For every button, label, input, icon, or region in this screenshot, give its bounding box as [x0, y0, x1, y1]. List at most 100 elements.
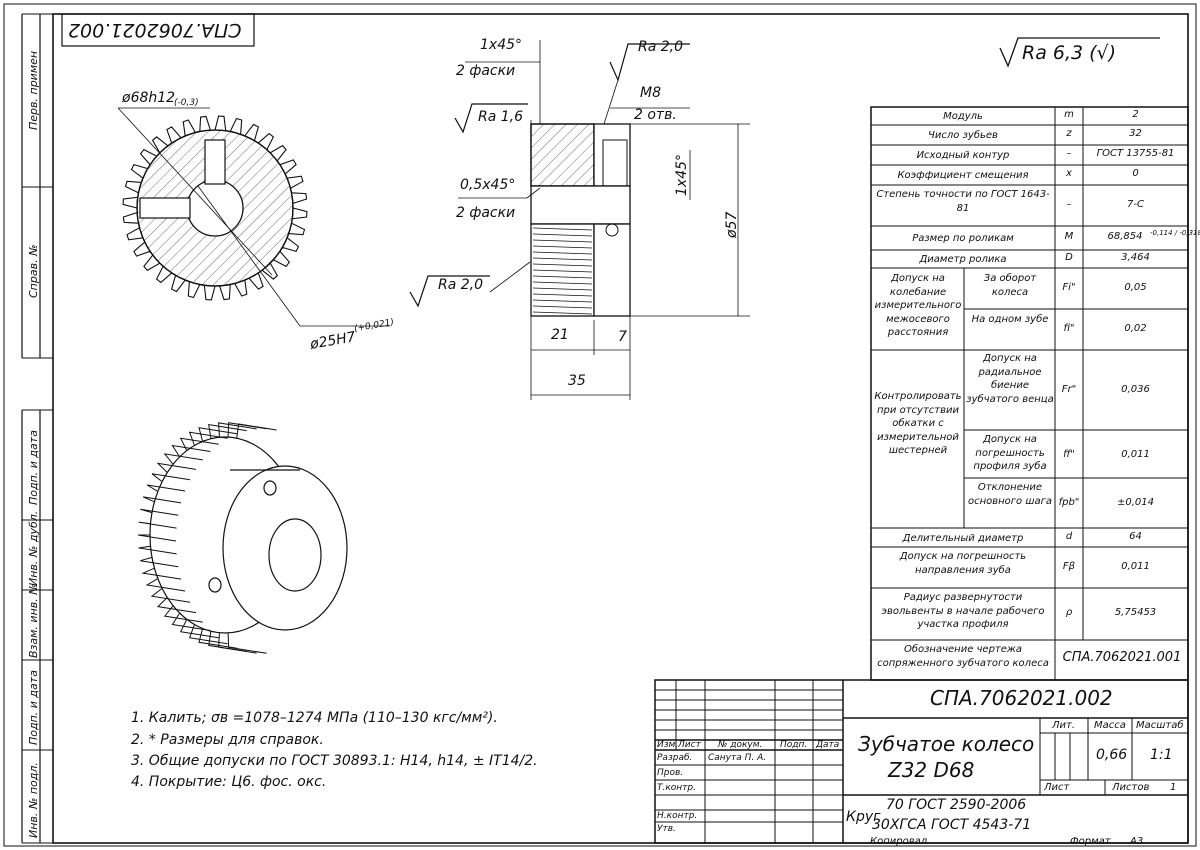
- note-1: 1. Калить; σв =1078–1274 МПа (110–130 кг…: [131, 710, 498, 726]
- param-group1-label: Допуск на колебание измерительного межос…: [874, 273, 962, 338]
- title-block: [654, 679, 1189, 844]
- gear-front-view: [117, 107, 390, 327]
- gear-section-view: [409, 40, 750, 400]
- section-tooth-line: [532, 305, 593, 309]
- dim-chamfer-mid-count: 2 фаски: [456, 205, 516, 221]
- param-row-name-3: Коэффициент смещения: [897, 170, 1029, 181]
- param-row-sym-3: x: [1066, 168, 1072, 179]
- iso-tooth: [179, 437, 219, 451]
- tb-col-list: Лист: [678, 740, 701, 750]
- dim-chamfer-top: 1x45°: [480, 37, 523, 53]
- side-label-perv-primen: Перв. примен: [27, 50, 40, 130]
- iso-tooth: [198, 628, 238, 649]
- param-row-val-6: 3,464: [1121, 252, 1150, 263]
- param-row-name-1: Число зубьев: [928, 130, 998, 141]
- param-group2-val-0: 0,036: [1121, 384, 1150, 395]
- iso-tooth: [171, 612, 211, 631]
- iso-tooth: [218, 422, 257, 438]
- dim-outer-diameter: ø68h12: [122, 90, 176, 106]
- param-row2-name-3: Обозначение чертежа сопряженного зубчато…: [877, 644, 1049, 669]
- iso-tooth: [146, 484, 186, 492]
- param-row-sym-6: D: [1065, 252, 1073, 263]
- param-group2-val-1: 0,011: [1121, 449, 1150, 460]
- tb-material-line1: 70 ГОСТ 2590-2006: [886, 797, 1027, 813]
- param-row-val-1: 32: [1129, 128, 1142, 139]
- dim-thread: M8: [640, 85, 661, 101]
- side-label-inv-dubl: Инв. № дубл.: [27, 510, 40, 586]
- iso-tooth: [142, 496, 182, 504]
- side-label-podp-data-2: Подп. и дата: [27, 670, 40, 745]
- tb-material-line2: 30ХГСА ГОСТ 4543-71: [872, 817, 1032, 833]
- dim-length-35: 35: [568, 373, 586, 389]
- param-group2-label: Контролировать при отсутствии обкатки с …: [874, 391, 962, 456]
- note-3: 3. Общие допуски по ГОСТ 30893.1: H14, h…: [131, 753, 538, 769]
- tb-sheet-label: Лист: [1044, 782, 1070, 793]
- general-roughness-label: Ra 6,3 (√): [1022, 42, 1117, 64]
- param-row-sym-0: m: [1064, 109, 1074, 120]
- param-group1-name-1: На одном зубе: [971, 314, 1049, 325]
- param-group2-sym-2: fpb": [1058, 497, 1080, 508]
- dim-chamfer-mid: 0,5x45°: [460, 177, 516, 193]
- tb-mass-label: Масса: [1094, 720, 1126, 731]
- param-row-val-tol-5: -0,114 / -0,318: [1150, 229, 1200, 237]
- gear-isometric-view: [137, 422, 348, 654]
- param-row-name-4: Степень точности по ГОСТ 1643-81: [876, 189, 1050, 214]
- tb-copied-label: Копировал: [870, 836, 928, 847]
- section-tooth-line: [532, 251, 593, 255]
- iso-tooth: [137, 534, 177, 542]
- dim-thread-count: 2 отв.: [634, 107, 677, 123]
- tb-sheets-value: 1: [1170, 782, 1177, 793]
- iso-tooth: [145, 578, 186, 592]
- dim-length-21: 21: [551, 327, 569, 343]
- iso-tooth: [171, 444, 211, 458]
- roughness-symbol-general: [999, 37, 1160, 68]
- param-row2-name-1: Допуск на погрешность направления зуба: [899, 551, 1027, 576]
- iso-tooth: [156, 462, 197, 473]
- dim-length-7: 7: [618, 329, 627, 345]
- param-row-name-6: Диаметр ролика: [919, 254, 1007, 265]
- param-row2-val-3: СПА.7062021.001: [1062, 650, 1182, 665]
- tb-lit-label: Лит.: [1052, 720, 1076, 731]
- section-tooth-line: [532, 227, 593, 231]
- iso-tooth: [236, 423, 277, 439]
- section-tooth-line: [532, 293, 593, 297]
- param-group2-val-2: ±0,014: [1116, 497, 1154, 508]
- note-2: 2. * Размеры для справок.: [131, 732, 324, 748]
- side-label-podp-data-1: Подп. и дата: [27, 430, 40, 505]
- section-tooth-line: [532, 245, 593, 249]
- note-4: 4. Покрытие: Ц6. фос. окс.: [131, 774, 327, 790]
- param-group1-val-0: 0,05: [1124, 282, 1147, 293]
- side-label-inv-podl: Инв. № подл.: [27, 762, 40, 838]
- param-row-name-5: Размер по роликам: [912, 233, 1014, 244]
- iso-tooth: [140, 508, 179, 516]
- param-row-val-4: 7-С: [1127, 198, 1144, 210]
- tb-developer: Санута П. А.: [708, 753, 767, 763]
- tb-col-date: Дата: [816, 740, 840, 750]
- side-label-vzam-inv: Взам. инв. №: [27, 583, 40, 658]
- tb-role-utv: Утв.: [657, 824, 676, 834]
- param-row-sym-2: –: [1066, 148, 1072, 159]
- tb-title-line1: Зубчатое колесо: [858, 732, 1035, 756]
- param-row-sym-1: z: [1066, 128, 1072, 139]
- dim-chamfer-vertical: 1x45°: [674, 153, 690, 196]
- iso-tooth: [156, 597, 197, 614]
- section-tooth-line: [532, 233, 593, 237]
- tb-format-value: А3: [1130, 836, 1144, 847]
- param-group1-sym-1: fi": [1063, 323, 1075, 334]
- iso-tooth: [208, 423, 247, 439]
- param-group1-name-0: За оборот колеса: [983, 273, 1037, 298]
- param-group2-sym-0: Fr": [1061, 384, 1077, 395]
- tb-mass-value: 0,66: [1096, 747, 1128, 763]
- dim-outer-tolerance: (-0,3): [174, 98, 199, 108]
- param-row2-name-2: Радиус развернутости эвольвенты в начале…: [881, 592, 1045, 630]
- param-group1-val-1: 0,02: [1124, 323, 1147, 334]
- roughness-bottom: Ra 2,0: [438, 277, 484, 293]
- iso-tooth: [227, 632, 267, 654]
- section-tooth-line: [532, 257, 593, 261]
- iso-tooth: [151, 473, 191, 482]
- iso-tooth: [141, 567, 182, 580]
- side-label-sprav-no: Справ. №: [27, 244, 40, 298]
- param-group2-name-2: Отклонение основного шага: [967, 482, 1053, 507]
- iso-tooth: [140, 556, 179, 568]
